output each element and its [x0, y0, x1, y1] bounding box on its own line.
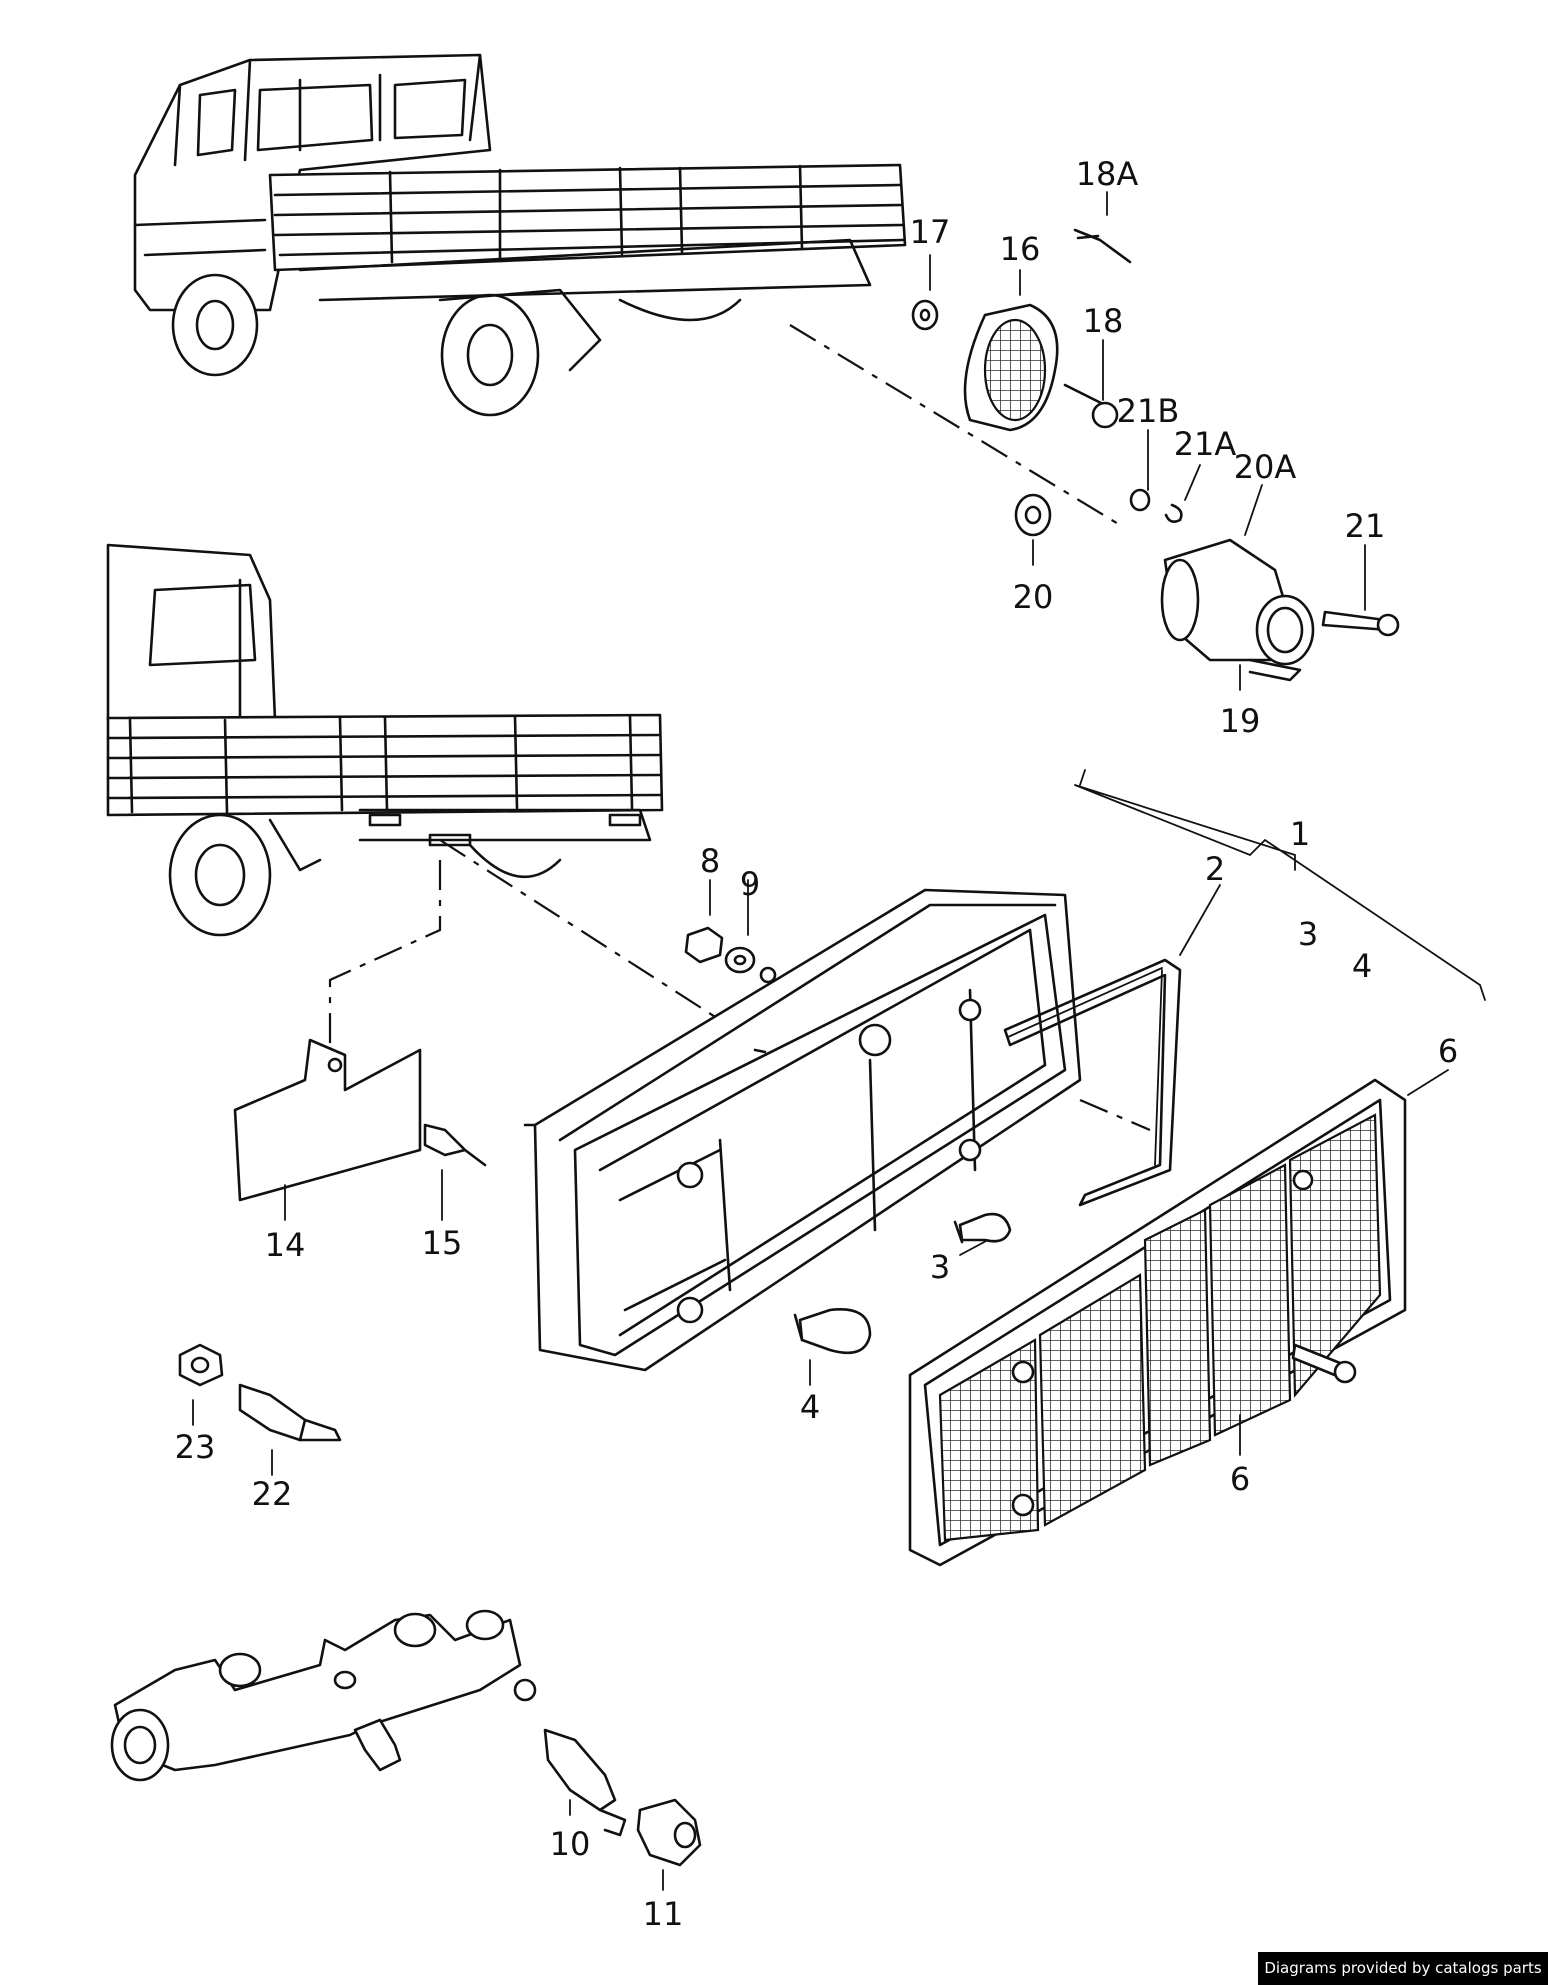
callout-18A: 18A: [1076, 155, 1139, 193]
callout-19: 19: [1220, 702, 1261, 740]
leader-lines: [328, 324, 1151, 1132]
callout-6-bottom: 6: [1230, 1460, 1250, 1498]
rear-fog-light-assembly: [1014, 488, 1400, 682]
callout-16: 16: [1000, 230, 1041, 268]
callout-10: 10: [550, 1825, 591, 1863]
callout-3: 3: [930, 1248, 950, 1286]
callout-21B: 21B: [1117, 392, 1180, 430]
callout-labels: 18A 17 16 18 21B 21A 20A 21 20 19 1 2 3 …: [175, 155, 1459, 1933]
callout-3-group: 3: [1298, 915, 1318, 953]
tail-lamp-lens: [908, 1078, 1407, 1567]
callout-21: 21: [1345, 507, 1386, 545]
tail-lamp-housing: [523, 888, 1082, 1372]
callout-23: 23: [175, 1428, 216, 1466]
callout-20A: 20A: [1234, 448, 1297, 486]
credit-banner: Diagrams provided by catalogs parts: [1258, 1952, 1548, 1985]
callout-22: 22: [252, 1475, 293, 1513]
callout-14: 14: [265, 1226, 306, 1264]
callout-15: 15: [422, 1224, 463, 1262]
callout-21A: 21A: [1174, 425, 1237, 463]
lamp-gasket: [1003, 958, 1182, 1207]
callout-6-top: 6: [1438, 1032, 1458, 1070]
master-cylinder-assembly: [110, 1609, 702, 1867]
callout-9: 9: [740, 865, 760, 903]
bracket-14-screw-15: [233, 1038, 487, 1202]
callout-18: 18: [1083, 302, 1124, 340]
truck-top-illustration: [133, 53, 907, 417]
callout-4-group: 4: [1352, 947, 1372, 985]
callout-20: 20: [1013, 578, 1054, 616]
reflector-assembly: [911, 228, 1132, 432]
callout-17: 17: [910, 213, 951, 251]
nut-washer-8-9: [684, 926, 777, 984]
truck-middle-illustration: [106, 543, 664, 937]
callout-4: 4: [800, 1388, 820, 1426]
callout-leaders: [192, 191, 1486, 1891]
bulbs: [793, 1212, 1012, 1355]
switch-22-nut-23: [178, 1343, 342, 1442]
callout-1: 1: [1290, 815, 1310, 853]
callout-11: 11: [643, 1895, 684, 1933]
callout-8: 8: [700, 842, 720, 880]
callout-2: 2: [1205, 850, 1225, 888]
